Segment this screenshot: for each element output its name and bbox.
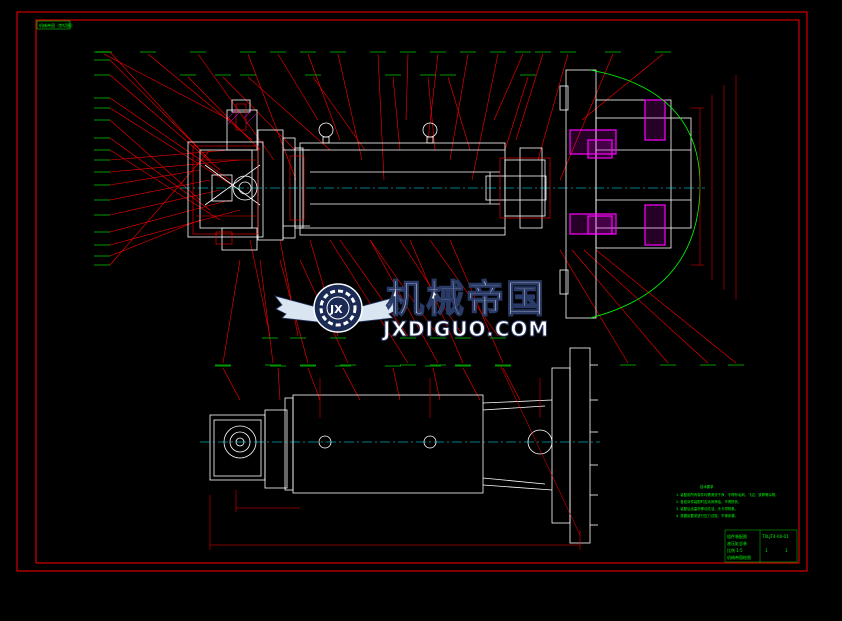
leader-line	[427, 53, 439, 141]
leader-line	[339, 239, 409, 337]
leader-line	[493, 53, 524, 121]
logo-letters: JX	[329, 303, 343, 316]
leader-line	[377, 53, 385, 181]
sheet-total: 1	[785, 548, 788, 553]
title-name-line: 液压缸总装	[727, 540, 747, 546]
leader-line	[109, 119, 201, 201]
tech-note: 3. 装配后活塞杆移动灵活，无卡滞现象。	[676, 506, 738, 511]
tech-note: 4. 按图纸要求进行压力试验，不得渗漏。	[676, 513, 738, 518]
title-block	[724, 529, 798, 563]
watermark: JX 机械帝国 JXDIGUO.COM	[273, 276, 549, 342]
inner-frame	[35, 19, 800, 564]
leader-line	[312, 76, 366, 151]
leader-line	[103, 53, 231, 121]
leader-line	[369, 239, 439, 364]
elevation-plate	[551, 347, 598, 544]
leader-line	[449, 239, 504, 364]
elevation-cylinder	[284, 394, 553, 494]
leader-line	[502, 367, 521, 401]
leader-line	[222, 259, 241, 364]
lifting-eyes	[318, 122, 438, 144]
gearbox-section	[187, 99, 284, 251]
leader-line	[259, 259, 274, 364]
title-name-line: 机械帝国绘图	[727, 554, 751, 560]
leader-line	[581, 53, 664, 121]
leader-line	[307, 53, 341, 141]
leader-line	[515, 53, 544, 141]
leader-line	[247, 76, 331, 151]
title-name-line: 比例 1:5	[727, 547, 743, 553]
brand-chinese: 机械帝国	[386, 277, 546, 321]
leader-line	[109, 209, 241, 246]
leader-line	[392, 76, 401, 151]
leader-line	[187, 76, 261, 151]
leader-line	[109, 97, 231, 181]
leader-line	[147, 53, 253, 141]
leader-line	[109, 189, 221, 216]
mount-plate	[559, 69, 692, 319]
tech-note: 1. 装配前所有零件均需清洗干净，不得有毛刺、飞边、铁屑等杂物。	[676, 492, 779, 497]
leader-line	[279, 239, 299, 337]
drawing-tag: 机械帝国（剪切图）	[39, 22, 75, 28]
leader-line	[427, 76, 436, 151]
gear-logo-icon: JX	[313, 283, 363, 333]
cylinder-body	[299, 142, 506, 236]
drawing-tag-box	[36, 20, 71, 30]
leader-line	[583, 249, 709, 364]
tech-notes: 1. 装配前所有零件均需清洗干净，不得有毛刺、飞边、铁屑等杂物。 2. 各密封件…	[676, 492, 779, 518]
leader-line	[277, 367, 281, 401]
leader-line	[504, 76, 529, 151]
leader-line	[447, 76, 471, 151]
leader-line	[109, 137, 211, 211]
leader-line	[109, 149, 231, 161]
leader-line	[571, 249, 669, 364]
outer-frame	[16, 11, 808, 572]
leader-line	[409, 239, 464, 364]
sheet-number: 1	[765, 548, 768, 553]
leader-lines	[103, 51, 737, 401]
leader-line	[405, 53, 409, 121]
leader-line	[429, 239, 499, 337]
gearbox-hatch	[227, 109, 257, 125]
brand-english: JXDIGUO.COM	[381, 317, 549, 341]
leader-line	[369, 239, 439, 337]
leader-line	[247, 53, 297, 181]
leader-line	[109, 149, 221, 221]
leader-line	[249, 239, 271, 337]
leader-line	[471, 53, 499, 181]
leader-line	[559, 249, 629, 364]
leader-line	[337, 53, 363, 161]
wings-logo-icon	[273, 295, 402, 323]
leader-line	[109, 199, 231, 233]
leader-line	[109, 107, 241, 191]
leader-line	[559, 53, 614, 181]
drawing-number: TXLJT4-00-01	[761, 534, 789, 539]
title-name-line: 组件装配图	[727, 533, 747, 539]
tech-note: 2. 各密封件装配时应涂润滑油，不得损伤。	[676, 499, 741, 504]
leader-line	[109, 74, 221, 171]
leader-line	[109, 179, 211, 201]
callout-labels	[94, 51, 744, 367]
head-hatch	[569, 99, 666, 246]
leader-line	[595, 249, 737, 364]
leader-line	[109, 51, 201, 151]
leader-line	[449, 53, 469, 161]
leader-line	[222, 367, 241, 401]
leader-line	[399, 239, 464, 337]
leader-line	[109, 59, 211, 161]
elevation-gearbox	[209, 409, 288, 489]
elevation-dimensions	[209, 364, 581, 550]
gearbox-red-detail	[192, 103, 259, 245]
leader-line	[537, 53, 569, 161]
leader-line	[109, 219, 201, 257]
leader-line	[109, 169, 201, 186]
leader-line	[329, 239, 409, 364]
tech-notes-heading: 技术要求	[700, 484, 714, 489]
leader-line	[109, 159, 241, 173]
right-dimensions	[691, 75, 737, 300]
leader-line	[277, 53, 319, 121]
leader-line	[109, 149, 211, 266]
